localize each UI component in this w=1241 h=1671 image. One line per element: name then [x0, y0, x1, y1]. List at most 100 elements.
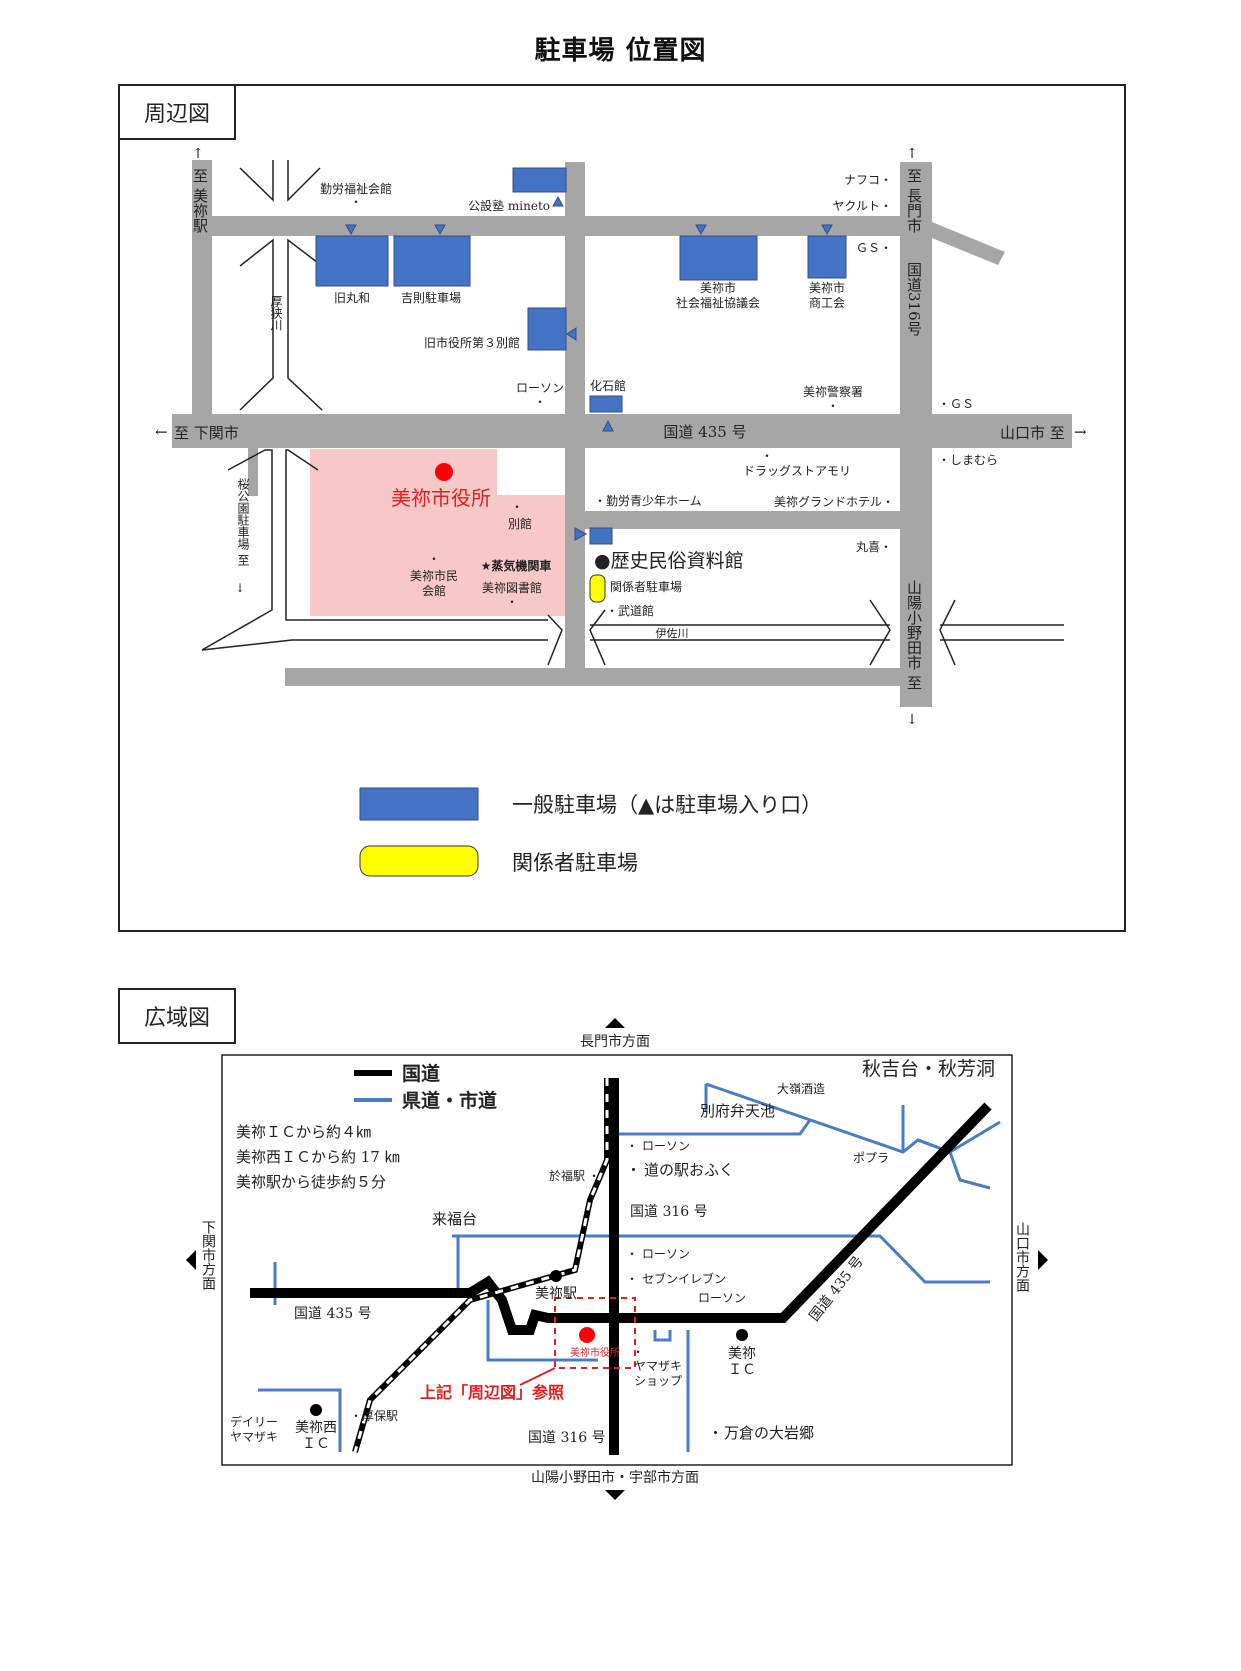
pref-road-yamazaki: [653, 1330, 672, 1342]
label-steam-locomotive: ★蒸気機関車: [481, 558, 552, 573]
road-east-museum: [585, 511, 900, 529]
river-bridge-e: [589, 609, 606, 666]
dot-gs1-icon: ・: [880, 241, 892, 255]
label-yakult: ヤクルト: [832, 199, 880, 213]
entrance-yoshinori-icon: [434, 224, 446, 236]
arrow-north-e-icon: ↑: [906, 146, 918, 162]
city-hall-area: [310, 449, 565, 616]
label-sakura-park: 桜公園駐車場 至: [236, 478, 250, 566]
label-kyu-marukazu: 旧丸和: [334, 291, 370, 305]
dot-yakult-icon: ・: [880, 199, 892, 213]
label-welfare-council-line2: 社会福祉協議会: [676, 295, 760, 310]
arrow-south-icon: [605, 1490, 625, 1500]
wide-mine-ic-line1: 美祢: [728, 1346, 756, 1362]
arrow-south-e-icon: ↓: [906, 712, 918, 728]
wide-city-hall: 美祢市役所: [570, 1346, 620, 1359]
legend-staff-swatch: [359, 845, 479, 877]
label-west: 至 下関市: [174, 424, 239, 442]
dot-police-icon: ・: [827, 399, 839, 413]
label-maruki: 丸喜: [856, 540, 880, 554]
area-map-label: 周辺図: [144, 102, 210, 127]
wide-dir-east: 山口市方面: [1014, 1222, 1030, 1292]
wide-dot-seven-icon: ・: [626, 1272, 638, 1286]
river-bridge-316w: [869, 599, 891, 666]
label-civic-hall: 美祢市民会館: [410, 568, 458, 598]
road-south: [285, 668, 900, 686]
pref-road-loop: [917, 1138, 991, 1190]
area-map-legend: 一般駐車場（▲は駐車場入り口） 関係者駐車場: [359, 787, 822, 877]
label-labor-welfare: 勤労福祉会館: [320, 181, 392, 196]
river-atsusa-n1: [239, 160, 274, 202]
arrow-east-icon: →: [1074, 423, 1087, 441]
arrow-west-icon: ←: [155, 423, 168, 441]
wide-yamazaki-line1: ヤマザキ: [634, 1359, 682, 1373]
label-shimamura: しまむら: [950, 453, 998, 467]
wide-dot-lawson1-icon: ・: [626, 1139, 638, 1153]
dot-nafuko-icon: ・: [880, 173, 892, 187]
parking-welfare-council: [679, 235, 758, 281]
wide-mine-station-marker-icon: [550, 1270, 562, 1282]
wide-legend-national: 国道: [402, 1062, 440, 1085]
city-hall-area-main: [310, 449, 497, 616]
wide-asa-station: 厚保駅: [362, 1409, 398, 1423]
parking-kyu-marukazu: [315, 235, 389, 287]
wide-dot-michi-icon: ・: [626, 1161, 641, 1179]
river-atsusa-s-left: [201, 449, 273, 651]
entrance-museum-icon: [574, 527, 588, 541]
wide-daily-line1: デイリー: [230, 1414, 278, 1429]
wide-dot-lawson2-icon: ・: [626, 1247, 638, 1261]
wide-mine-ic: 美祢ＩＣ: [728, 1346, 756, 1378]
dot-drugstore-icon: ・: [761, 449, 773, 463]
wide-info-1: 美祢ＩＣから約４㎞: [236, 1123, 371, 1141]
wide-daily-yamazaki: デイリーヤマザキ: [230, 1414, 278, 1444]
label-atsusa-river: 厚狭川: [269, 295, 283, 331]
label-yoshinori: 吉則駐車場: [401, 290, 461, 305]
label-nafuko: ナフコ: [844, 173, 880, 187]
label-kasekikan: 化石館: [590, 378, 626, 393]
city-hall-area-annex: [497, 495, 565, 616]
wide-map: 広域図 長門市方面 山陽小野田市・宇部市方面 下関市方面 山口市方面: [118, 988, 1048, 1500]
label-kyu-annex: 旧市役所第３別館: [424, 335, 520, 350]
wide-lawson3: ローソン: [698, 1291, 746, 1305]
wide-map-label: 広域図: [144, 1006, 210, 1031]
pref-road-mine-nishi: [258, 1388, 342, 1452]
road-northeast-branch: [932, 222, 1005, 265]
area-roads: [172, 160, 1072, 707]
parking-yoshinori: [393, 235, 471, 287]
dot-budokan-icon: ・: [606, 604, 618, 618]
arrow-north-icon: [605, 1018, 625, 1028]
wide-mine-nishi-line2: ＩＣ: [302, 1436, 330, 1452]
label-grand-hotel: 美祢グランドホテル: [774, 495, 882, 509]
label-youth-home: 勤労青少年ホーム: [606, 494, 702, 508]
road-sakura: [248, 448, 258, 496]
label-route316: 国道316号: [905, 262, 923, 337]
river-atsusa-left: [239, 238, 274, 411]
wide-lawson2: ローソン: [642, 1247, 690, 1261]
wide-route435-w: 国道 435 号: [294, 1306, 372, 1322]
reference-arrow: [519, 1367, 556, 1386]
label-staff-parking: 関係者駐車場: [610, 579, 682, 594]
dot-civic-hall-icon: ・: [428, 552, 440, 566]
label-library: 美祢図書館: [482, 580, 542, 595]
river-bridge-316e: [939, 599, 956, 666]
road-west-north: [192, 160, 212, 415]
general-parking-lots: [315, 167, 847, 545]
wide-lawson1: ローソン: [642, 1139, 690, 1153]
label-drugstore: ドラッグストアモリ: [743, 464, 851, 478]
wide-mine-station: 美祢駅: [535, 1286, 577, 1302]
parking-commerce: [807, 235, 847, 279]
pref-road-kifuku: [452, 1234, 990, 1284]
dot-lawson-icon: ・: [534, 395, 546, 409]
label-north-east: 至 長門市: [905, 168, 923, 233]
rail-dash: [353, 1078, 609, 1453]
wide-dot-yamazaki-icon: ・: [632, 1345, 644, 1359]
wide-ohmine-brewery: 大嶺酒造: [777, 1082, 825, 1096]
road-route435: [172, 414, 1072, 448]
dot-gs2-icon: ・: [938, 397, 950, 411]
label-mineto: 公設塾 mineto: [468, 198, 550, 213]
area-map-frame: [118, 84, 1126, 932]
legend-general-label: 一般駐車場（▲は駐車場入り口）: [512, 793, 822, 817]
river-bridge-w: [547, 614, 563, 666]
entrance-mineto-icon: [552, 195, 564, 207]
